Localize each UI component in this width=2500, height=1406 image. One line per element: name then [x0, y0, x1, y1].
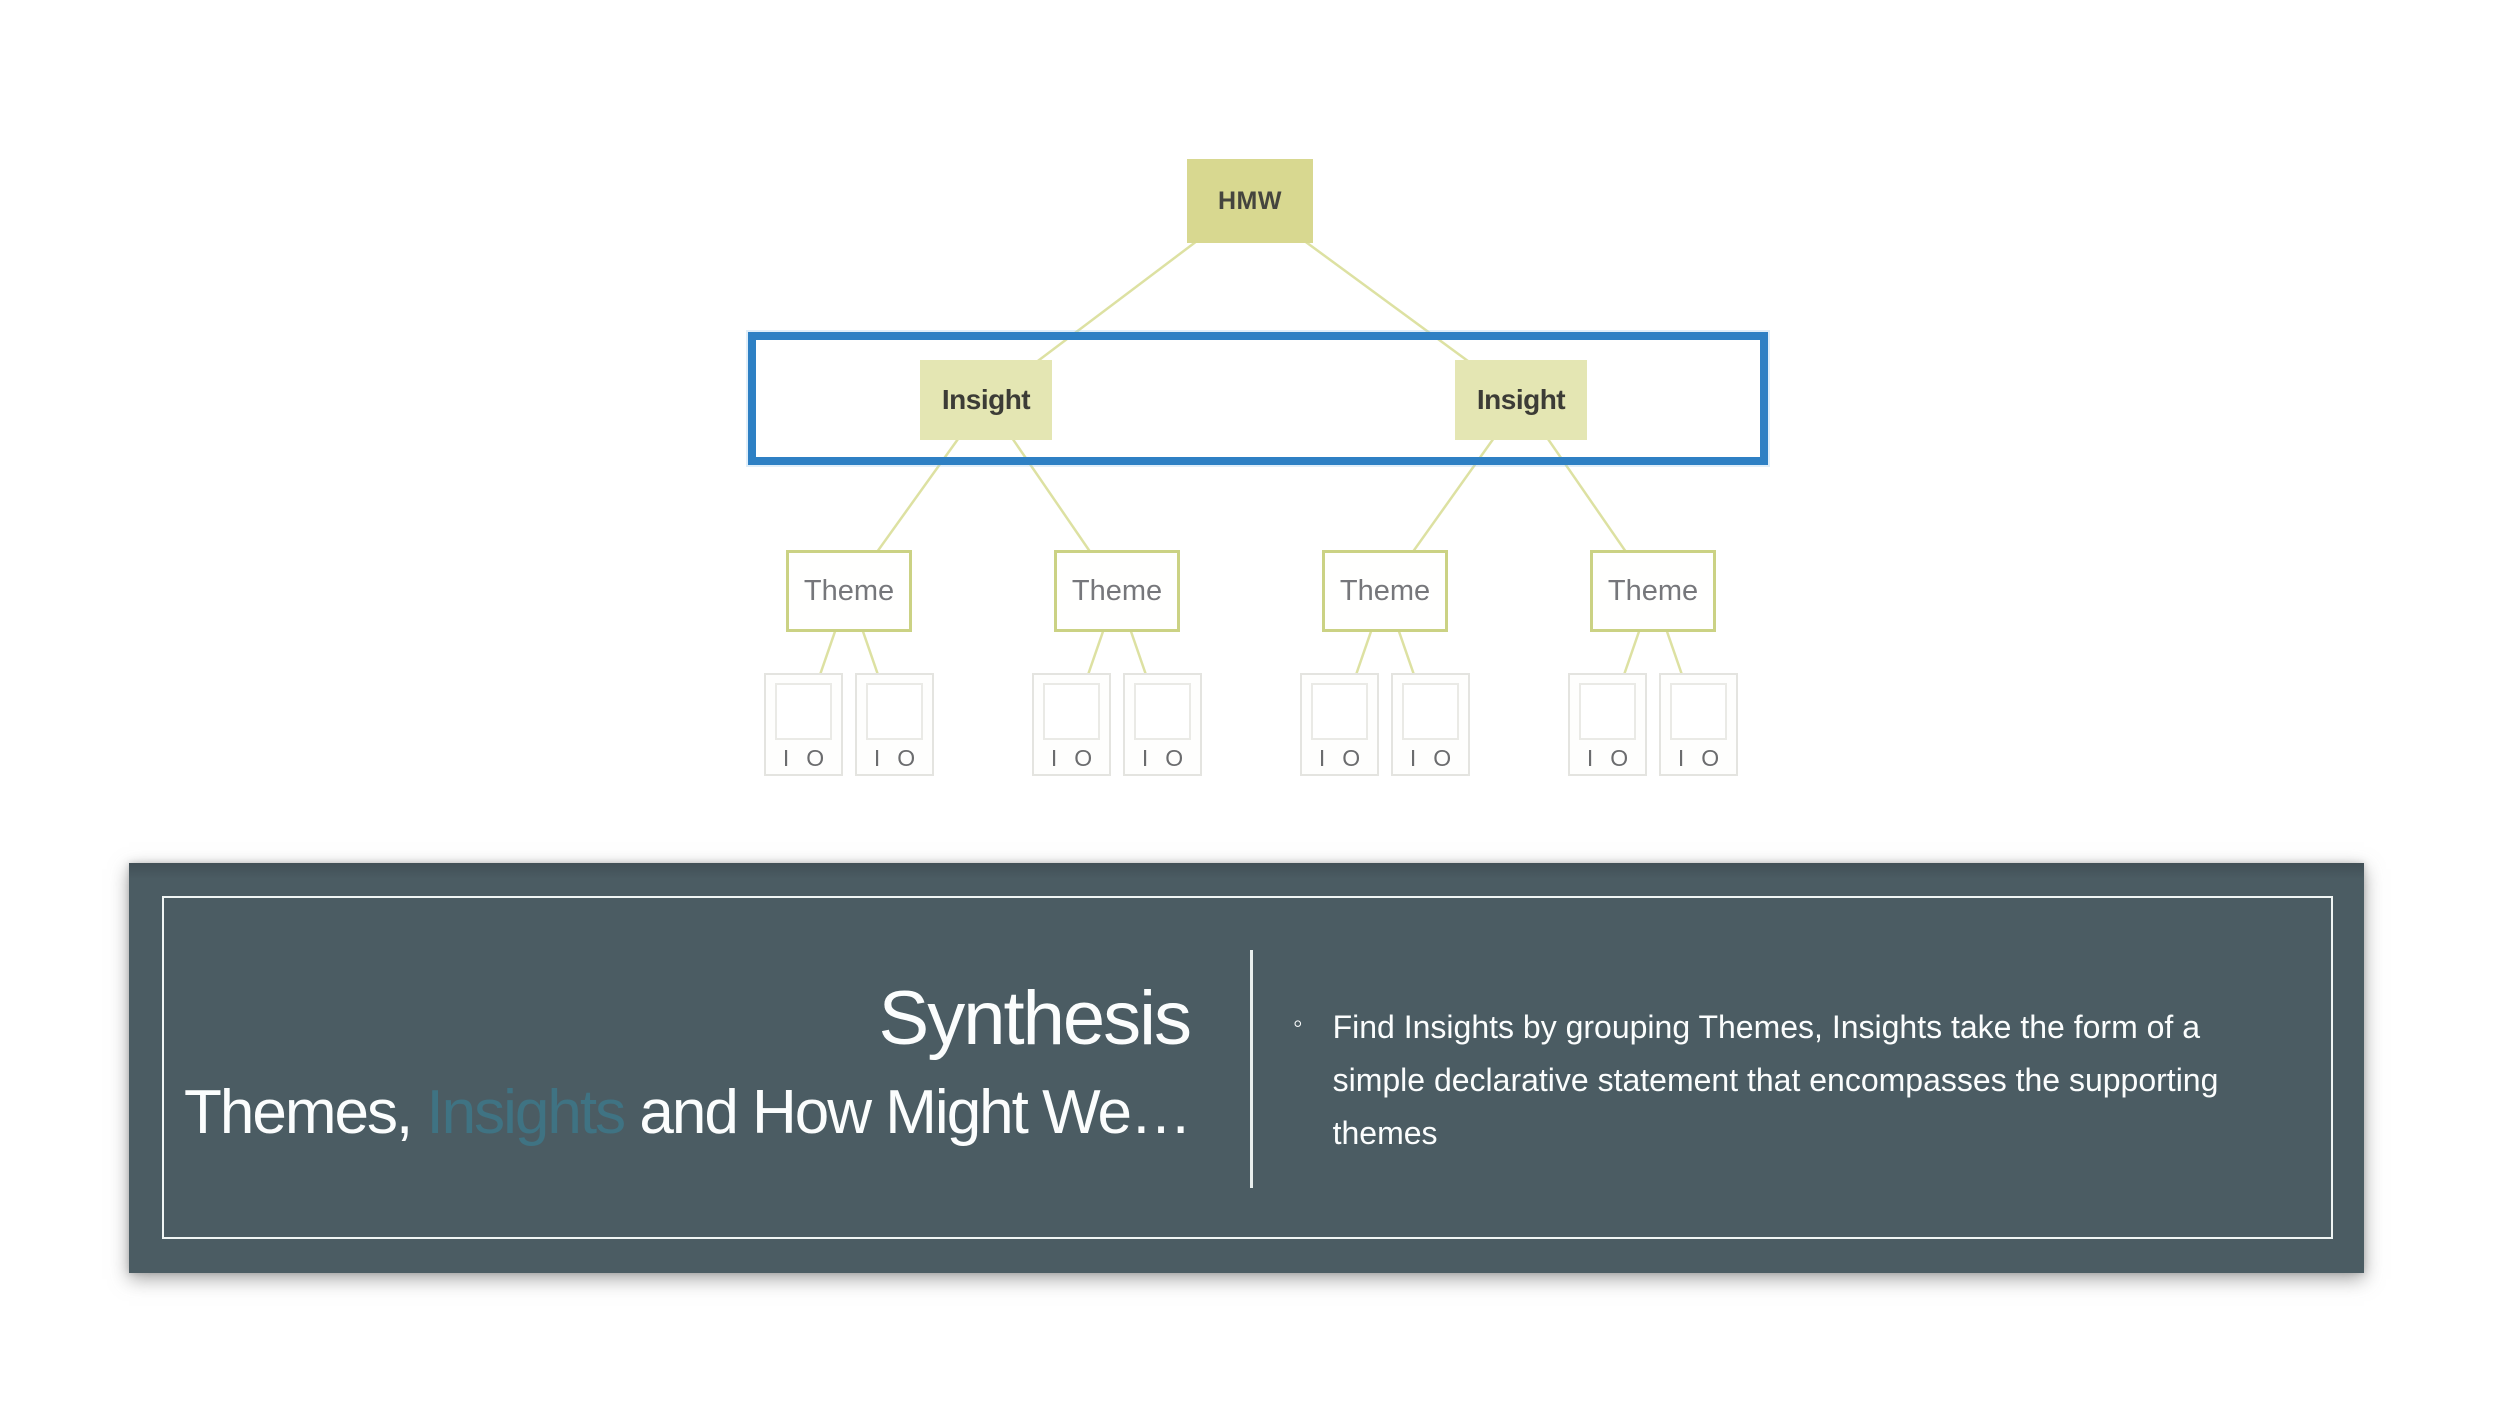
theme-label: Theme — [803, 574, 895, 607]
insight-label: Insight — [941, 384, 1031, 415]
bullet-line: Find Insights by grouping Themes, Insigh… — [1332, 1009, 2200, 1045]
panel-title: Synthesis — [878, 976, 1193, 1061]
theme-label: Theme — [1071, 574, 1163, 607]
card-thumbnail — [1134, 683, 1191, 740]
card-letter-o: O — [1074, 745, 1093, 771]
bullet-text: Find Insights by grouping Themes, Insigh… — [1333, 1001, 2219, 1160]
theme-label: Theme — [1339, 574, 1431, 607]
card-thumbnail — [866, 683, 923, 740]
card-letter-o: O — [806, 745, 825, 771]
insight-node-2: Insight — [1455, 360, 1587, 440]
hmw-node: HMW — [1187, 159, 1313, 243]
card-letter-o: O — [1165, 745, 1184, 771]
synthesis-tree-diagram: HMW Insight Insight Theme Theme Theme Th… — [748, 159, 1768, 776]
card-letter-i: I — [782, 745, 790, 771]
card-thumbnail — [1670, 683, 1727, 740]
insight-row-highlight-frame — [748, 332, 1768, 465]
subtitle-highlight: Insights — [426, 1078, 626, 1147]
card-letter-i: I — [873, 745, 881, 771]
bullet-line: simple declarative statement that encomp… — [1332, 1062, 2219, 1098]
card-letter-i: I — [1050, 745, 1058, 771]
panel-subtitle: Themes, Insights and How Might We… — [149, 1077, 1192, 1148]
insight-node-1: Insight — [920, 360, 1052, 440]
bullet-point: ◦ Find Insights by grouping Themes, Insi… — [1293, 1001, 2373, 1160]
card-letter-o: O — [1701, 745, 1720, 771]
card-letter-o: O — [1610, 745, 1629, 771]
theme-label: Theme — [1607, 574, 1699, 607]
card-letter-i: I — [1586, 745, 1594, 771]
card-letter-o: O — [1433, 745, 1452, 771]
theme-node-1: Theme — [786, 550, 912, 632]
vertical-divider — [1250, 950, 1253, 1188]
card-thumbnail — [775, 683, 832, 740]
bullet-icon: ◦ — [1293, 1008, 1303, 1038]
card-thumbnail — [1043, 683, 1100, 740]
card-letter-o: O — [1342, 745, 1361, 771]
subtitle-suffix: and How Might We… — [624, 1078, 1192, 1147]
theme-node-2: Theme — [1054, 550, 1180, 632]
card-letter-i: I — [1141, 745, 1149, 771]
card-letter-o: O — [897, 745, 916, 771]
theme-node-4: Theme — [1590, 550, 1716, 632]
card-letter-i: I — [1318, 745, 1326, 771]
insight-label: Insight — [1476, 384, 1566, 415]
caption-panel: Synthesis Themes, Insights and How Might… — [129, 863, 2364, 1273]
theme-node-3: Theme — [1322, 550, 1448, 632]
bullet-line: themes — [1332, 1115, 1438, 1151]
card-thumbnail — [1579, 683, 1636, 740]
card-letter-i: I — [1677, 745, 1685, 771]
card-thumbnail — [1402, 683, 1459, 740]
card-thumbnail — [1311, 683, 1368, 740]
hmw-label: HMW — [1218, 186, 1282, 215]
card-letter-i: I — [1409, 745, 1417, 771]
subtitle-prefix: Themes, — [184, 1078, 427, 1147]
